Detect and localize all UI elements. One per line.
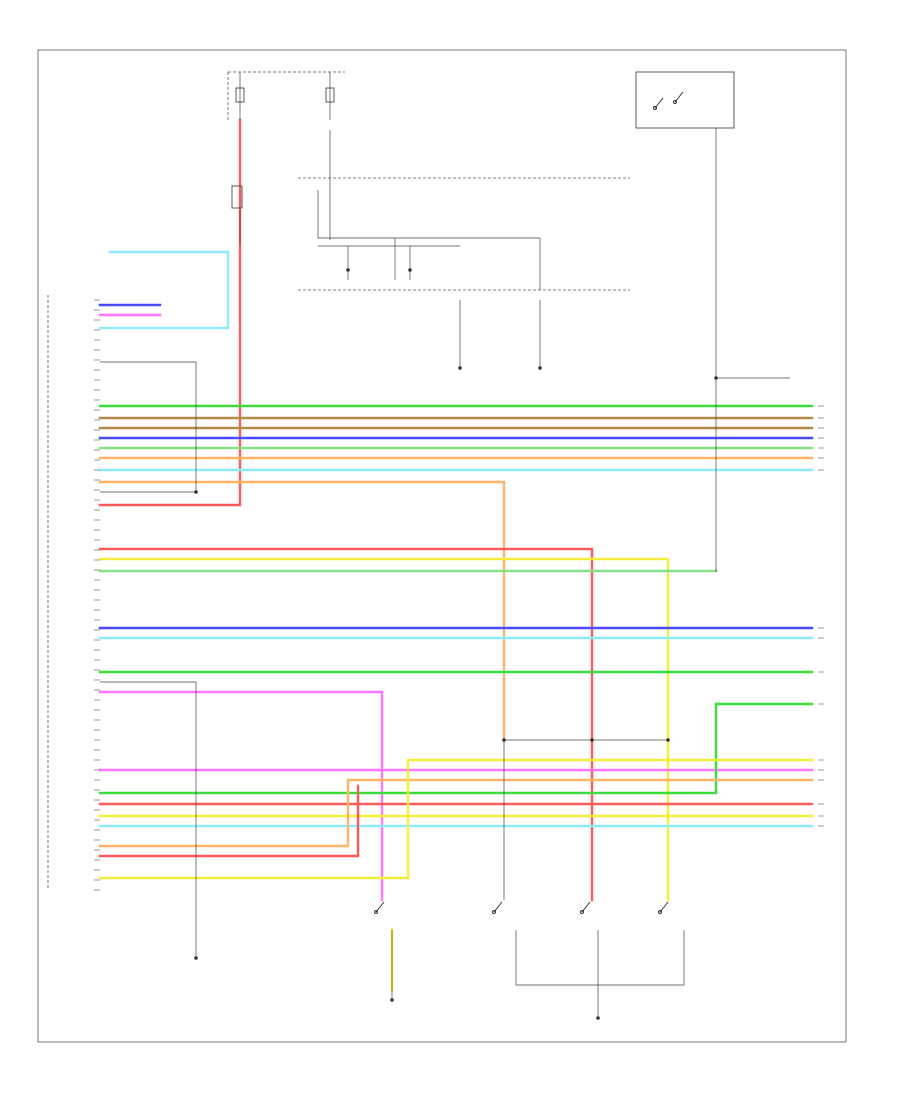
splice-dot <box>714 376 718 380</box>
signal-wire-red <box>98 547 594 902</box>
splice-dot <box>666 738 670 742</box>
ground-loop-line <box>100 361 197 493</box>
ignition-switch-icon <box>674 91 684 103</box>
relay-internal-bus <box>317 190 540 239</box>
can-wire-light-blue <box>98 250 230 330</box>
splice-dot <box>408 268 412 272</box>
component-layer <box>47 71 824 1020</box>
switch-box-outline <box>635 71 735 129</box>
ground-point <box>194 956 198 960</box>
door-switch-icon-contact <box>492 910 496 914</box>
ground-wire-black <box>100 681 197 958</box>
door-switch-icon <box>581 901 591 913</box>
splice-dot <box>346 268 350 272</box>
ground-point <box>458 366 462 370</box>
signal-wire-yellow <box>98 557 670 902</box>
ground-point <box>538 366 542 370</box>
door-switch-icon-contact <box>580 910 584 914</box>
fuse-icon <box>325 87 335 103</box>
door-switch-icon <box>659 901 669 913</box>
signal-wire-pink <box>98 690 384 902</box>
splice-dot <box>502 738 506 742</box>
signal-wire-orange <box>98 480 506 742</box>
wire-layer <box>98 118 814 992</box>
splice-dot <box>590 738 594 742</box>
door-switch-icon-contact <box>374 910 378 914</box>
ground-point <box>390 998 394 1002</box>
splice-dot <box>194 490 198 494</box>
harness-wire-yellow-2 <box>98 758 814 880</box>
harness-wire-red-2 <box>98 784 360 858</box>
ground-point <box>596 1016 600 1020</box>
door-switch-icon <box>493 901 503 913</box>
ignition-switch-icon-contact <box>653 106 657 110</box>
ignition-switch-icon-contact <box>673 100 677 104</box>
switch-return-bus <box>515 930 685 986</box>
harness-wire-orange <box>98 778 814 848</box>
door-switch-icon <box>375 901 385 913</box>
power-wire-red <box>98 118 242 507</box>
diagram-border <box>37 49 847 1043</box>
fuse-icon <box>231 185 243 209</box>
fuse-icon <box>235 87 245 103</box>
door-switch-icon-contact <box>658 910 662 914</box>
ignition-switch-icon <box>654 97 664 109</box>
